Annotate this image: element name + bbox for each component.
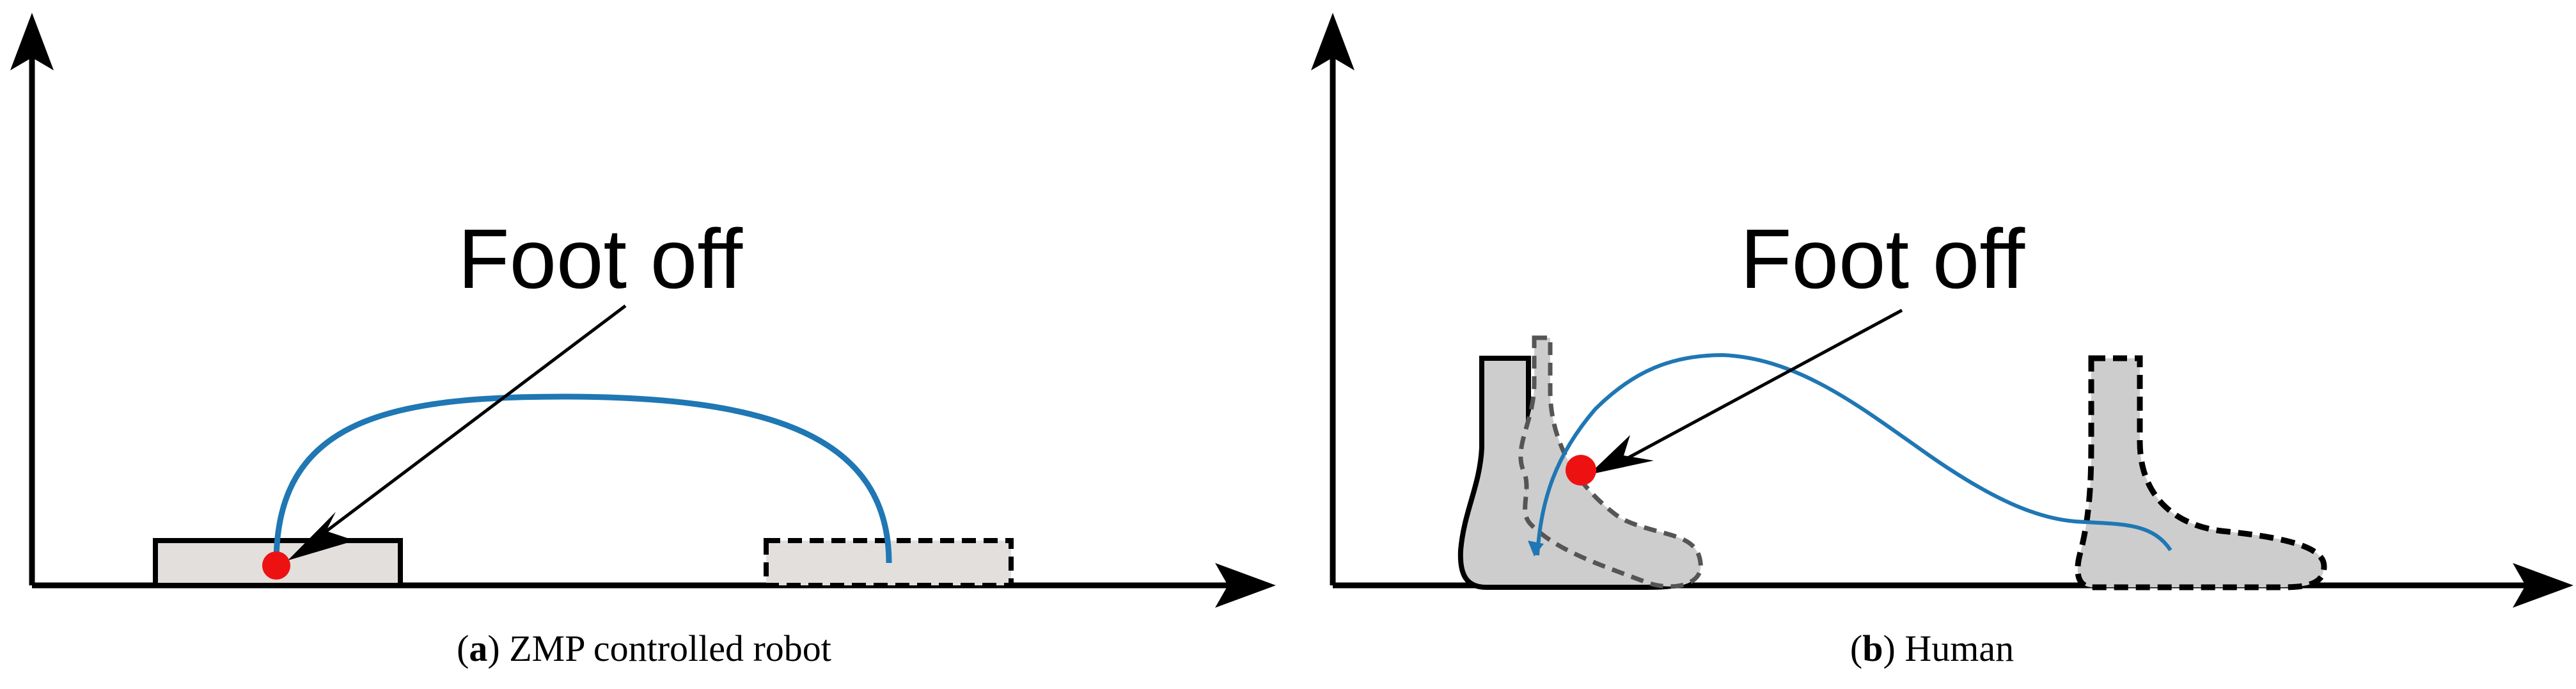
panel-a: Foot off (a) ZMP controlled robot — [10, 13, 1276, 669]
pointer-line-b — [1619, 308, 1903, 464]
caption-text-b: Human — [1905, 628, 2014, 669]
foot-off-point-a — [262, 551, 290, 580]
pointer-arrowhead-b — [1589, 435, 1654, 475]
caption-a: (a) ZMP controlled robot — [457, 628, 831, 669]
panel-b: Foot off (b) Human — [1288, 0, 2576, 689]
diagram-a: Foot off — [10, 13, 1276, 608]
y-axis-arrowhead-b — [1311, 13, 1355, 70]
x-axis-arrowhead-b — [2513, 563, 2573, 608]
caption-letter-b: b — [1862, 628, 1883, 669]
foot-off-point-b — [1566, 455, 1596, 486]
caption-text-a: ZMP controlled robot — [509, 628, 831, 669]
x-axis-arrowhead-a — [1215, 563, 1276, 608]
rolling-foot-b — [1518, 335, 1703, 589]
axes-a — [29, 58, 1228, 589]
pointer-arrowhead-a — [288, 512, 355, 560]
caption-letter-a: a — [469, 628, 488, 669]
next-foot-b — [2075, 355, 2327, 590]
trajectory-start-mark-b — [1528, 541, 1544, 557]
diagram-b: Foot off — [1311, 13, 2573, 608]
foot-off-label-b: Foot off — [1740, 212, 2025, 306]
zmp-trajectory-b — [1535, 352, 2172, 556]
foot-off-label-a: Foot off — [458, 212, 743, 306]
zmp-trajectory-a — [273, 393, 892, 564]
caption-b: (b) Human — [1850, 628, 2014, 669]
y-axis-arrowhead-a — [10, 13, 54, 70]
pointer-line-a — [318, 305, 627, 537]
